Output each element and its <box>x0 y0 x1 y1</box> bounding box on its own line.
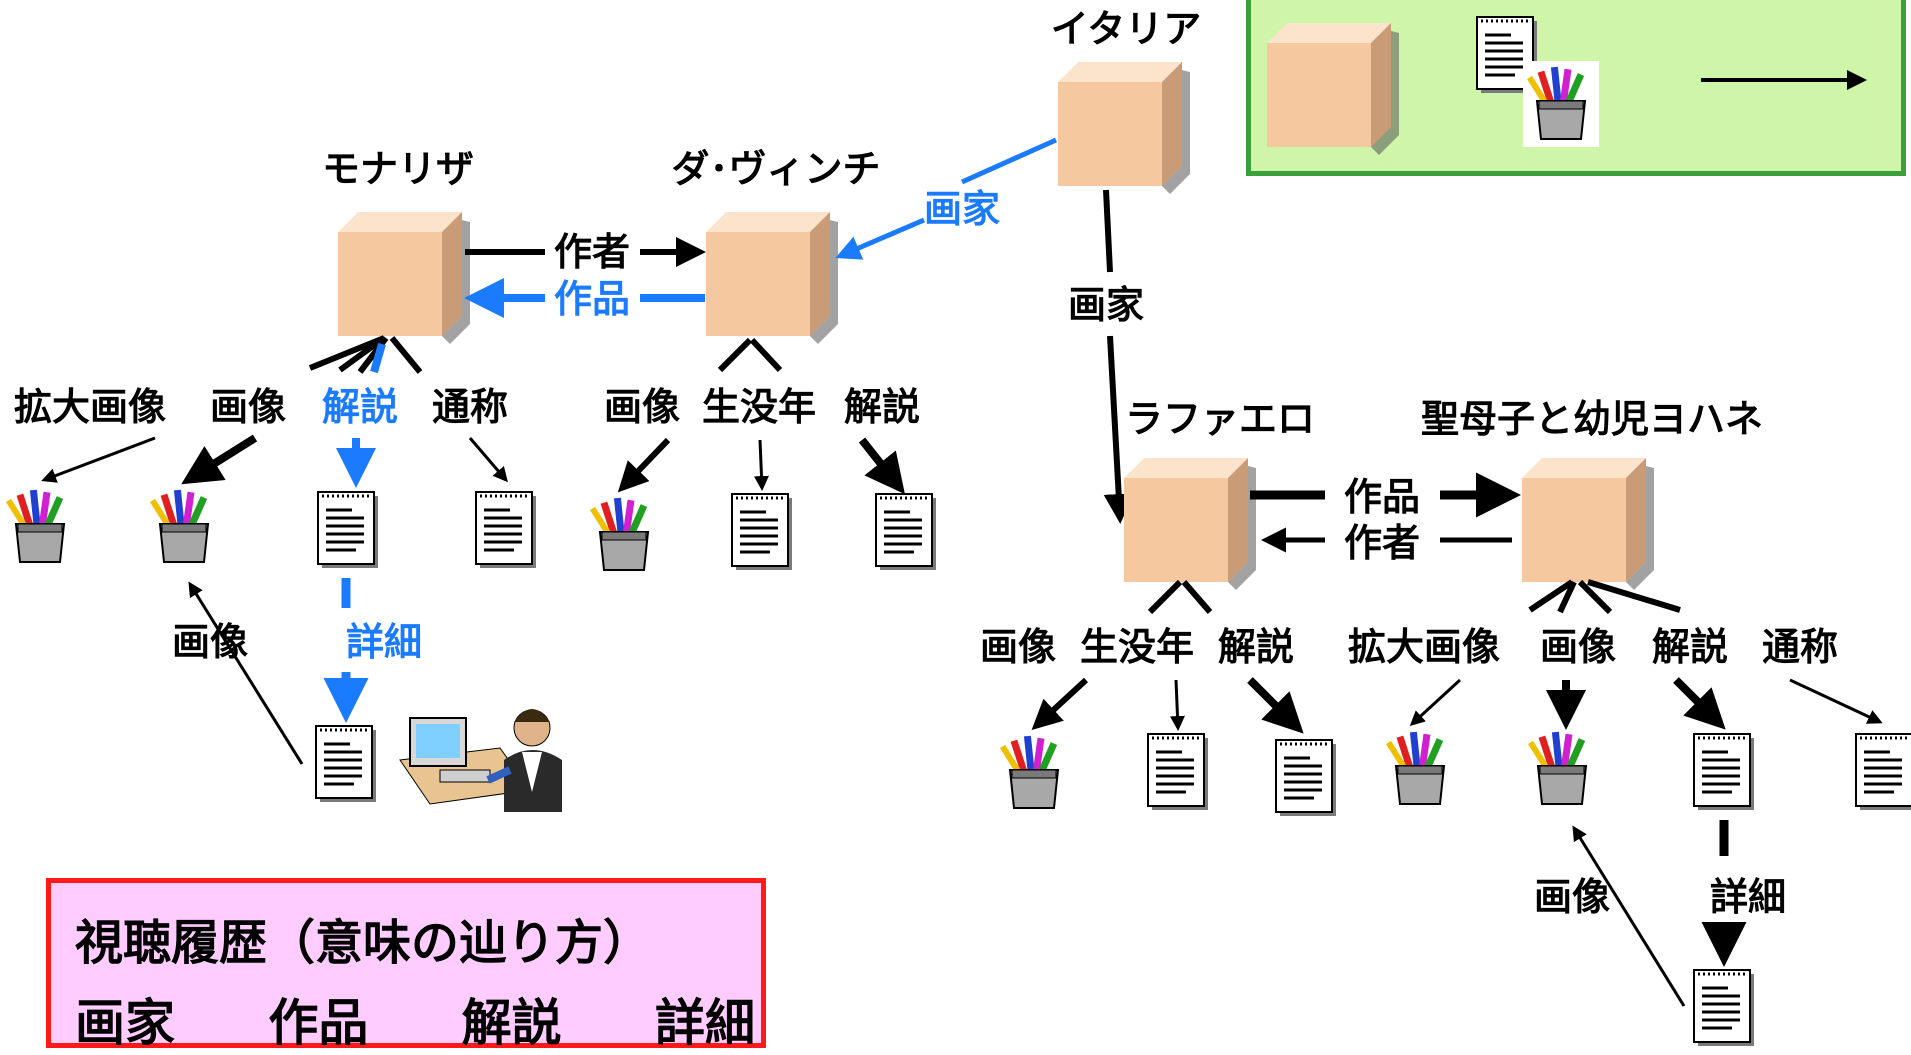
prop-image-label: 画像 <box>210 385 286 429</box>
document-icon[interactable] <box>474 490 538 570</box>
prop-commentary-label: 解説 <box>322 385 398 429</box>
document-icon[interactable] <box>1854 732 1911 812</box>
relation-work-label: 作品 <box>554 277 630 321</box>
document-icon[interactable] <box>1274 738 1338 818</box>
cube-icon <box>1267 23 1399 155</box>
pencil-cup-icon[interactable] <box>148 488 209 563</box>
document-icon[interactable] <box>730 492 794 572</box>
history-step: 作品 <box>268 994 369 1052</box>
history-step: 画家 <box>75 994 175 1052</box>
document-icon[interactable] <box>314 724 378 804</box>
relation-detail-label-2: 詳細 <box>1710 875 1786 919</box>
prop-commentary-label: 解説 <box>844 385 920 429</box>
raphael-label: ラファエロ <box>1125 397 1315 441</box>
pencil-cup-icon[interactable] <box>1526 730 1587 805</box>
history-step: 解説 <box>461 994 562 1052</box>
document-icon[interactable] <box>1692 732 1756 812</box>
prop-enlarged-image-label: 拡大画像 <box>14 385 166 429</box>
relation-image-label-1: 画像 <box>172 620 248 664</box>
legend-box <box>1246 0 1906 176</box>
relation-painter-label-1: 画家 <box>924 187 1000 231</box>
prop-image-label: 画像 <box>604 385 680 429</box>
raphael-cube-icon[interactable] <box>1124 458 1256 590</box>
prop-commentary-label: 解説 <box>1652 625 1728 669</box>
italy-label: イタリア <box>1051 7 1201 51</box>
pencil-cup-icon[interactable] <box>588 496 649 571</box>
prop-common-name-label: 通称 <box>1762 625 1838 669</box>
prop-common-name-label: 通称 <box>432 385 508 429</box>
person-at-computer-icon <box>399 709 562 812</box>
prop-enlarged-image-label: 拡大画像 <box>1348 625 1500 669</box>
prop-commentary-label: 解説 <box>1218 625 1294 669</box>
relation-painter-label-2: 画家 <box>1068 283 1144 327</box>
italy-cube-icon[interactable] <box>1058 62 1190 194</box>
prop-image-label: 画像 <box>1540 625 1616 669</box>
relation-author-label-2: 作者 <box>1344 521 1420 565</box>
relation-image-label-2: 画像 <box>1534 875 1610 919</box>
relation-work-label-2: 作品 <box>1344 475 1420 519</box>
pencil-cup-icon[interactable] <box>4 488 66 563</box>
pencil-cup-icon <box>1523 61 1599 147</box>
monalisa-label: モナリザ <box>322 147 474 191</box>
relation-detail-label-1: 詳細 <box>346 620 422 664</box>
monalisa-cube-icon[interactable] <box>338 212 470 344</box>
relation-author-label: 作者 <box>554 230 630 274</box>
viewing-history-title: 視聴履歴（意味の辿り方） <box>75 915 652 971</box>
viewing-history-steps: 画家 作品 解説 詳細 <box>75 983 755 1055</box>
prop-lifespan-label: 生没年 <box>702 385 816 429</box>
document-icon[interactable] <box>1146 732 1210 812</box>
davinci-label: ダ･ヴィンチ <box>671 147 880 191</box>
madonna-label: 聖母子と幼児ヨハネ <box>1421 397 1763 441</box>
prop-image-label: 画像 <box>980 625 1056 669</box>
document-icon[interactable] <box>874 492 938 572</box>
madonna-cube-icon[interactable] <box>1522 458 1654 590</box>
pencil-cup-icon[interactable] <box>998 734 1059 809</box>
document-icon[interactable] <box>316 490 380 570</box>
history-step: 詳細 <box>654 994 755 1052</box>
prop-lifespan-label: 生没年 <box>1080 625 1194 669</box>
pencil-cup-icon[interactable] <box>1384 730 1445 805</box>
viewing-history-box: 視聴履歴（意味の辿り方） 画家 作品 解説 詳細 <box>46 878 766 1052</box>
document-icon[interactable] <box>1692 968 1756 1048</box>
davinci-cube-icon[interactable] <box>706 212 838 344</box>
